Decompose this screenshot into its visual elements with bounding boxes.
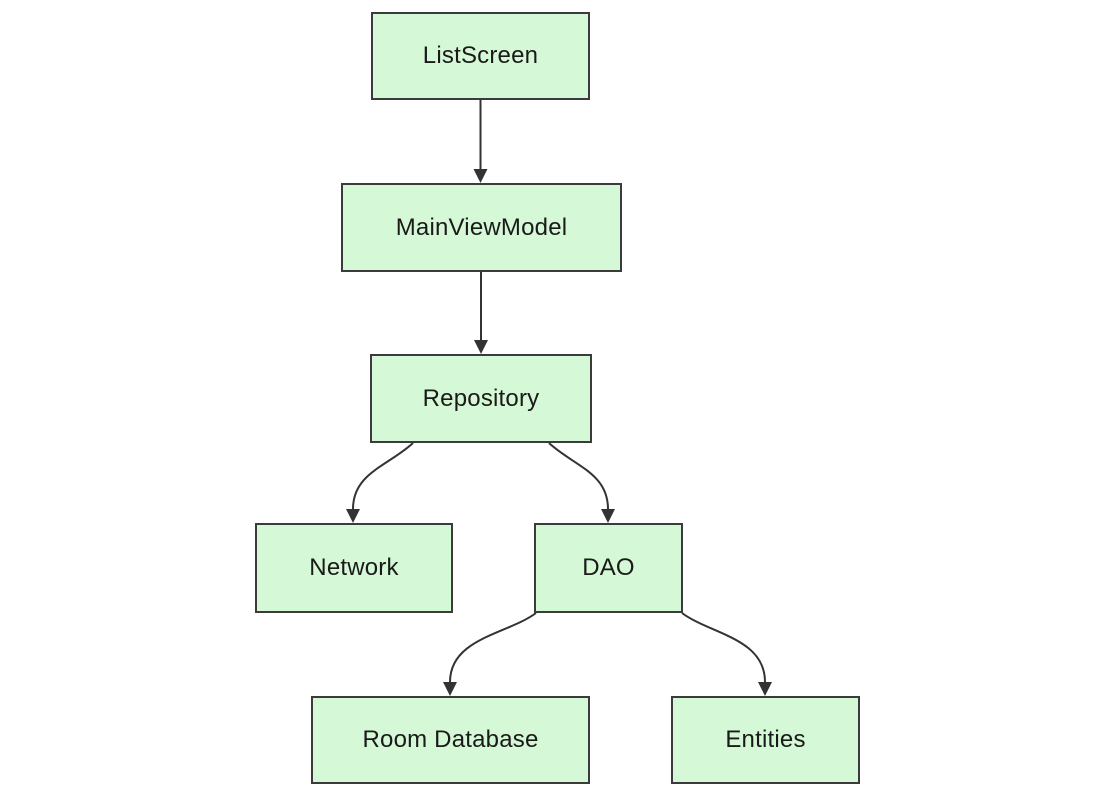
edge-repository-to-dao: [548, 442, 615, 523]
node-listscreen-label: ListScreen: [422, 42, 539, 69]
node-repository: Repository: [370, 354, 592, 443]
edge-dao-to-room-database: [443, 612, 537, 696]
node-entities-label: Entities: [725, 726, 806, 753]
node-repository-label: Repository: [422, 384, 540, 412]
node-listscreen: ListScreen: [371, 12, 590, 100]
node-network-label: Network: [309, 554, 399, 581]
node-room-database: Room Database: [311, 696, 590, 784]
edge-repository-to-network: [346, 442, 414, 523]
edge-dao-to-entities: [681, 612, 772, 696]
node-mainviewmodel: MainViewModel: [341, 183, 622, 272]
node-entities: Entities: [671, 696, 860, 784]
node-mainviewmodel-label: MainViewModel: [395, 213, 568, 241]
node-dao-label: DAO: [582, 554, 635, 581]
node-dao: DAO: [534, 523, 683, 613]
node-network: Network: [255, 523, 453, 613]
node-room-database-label: Room Database: [362, 726, 539, 753]
